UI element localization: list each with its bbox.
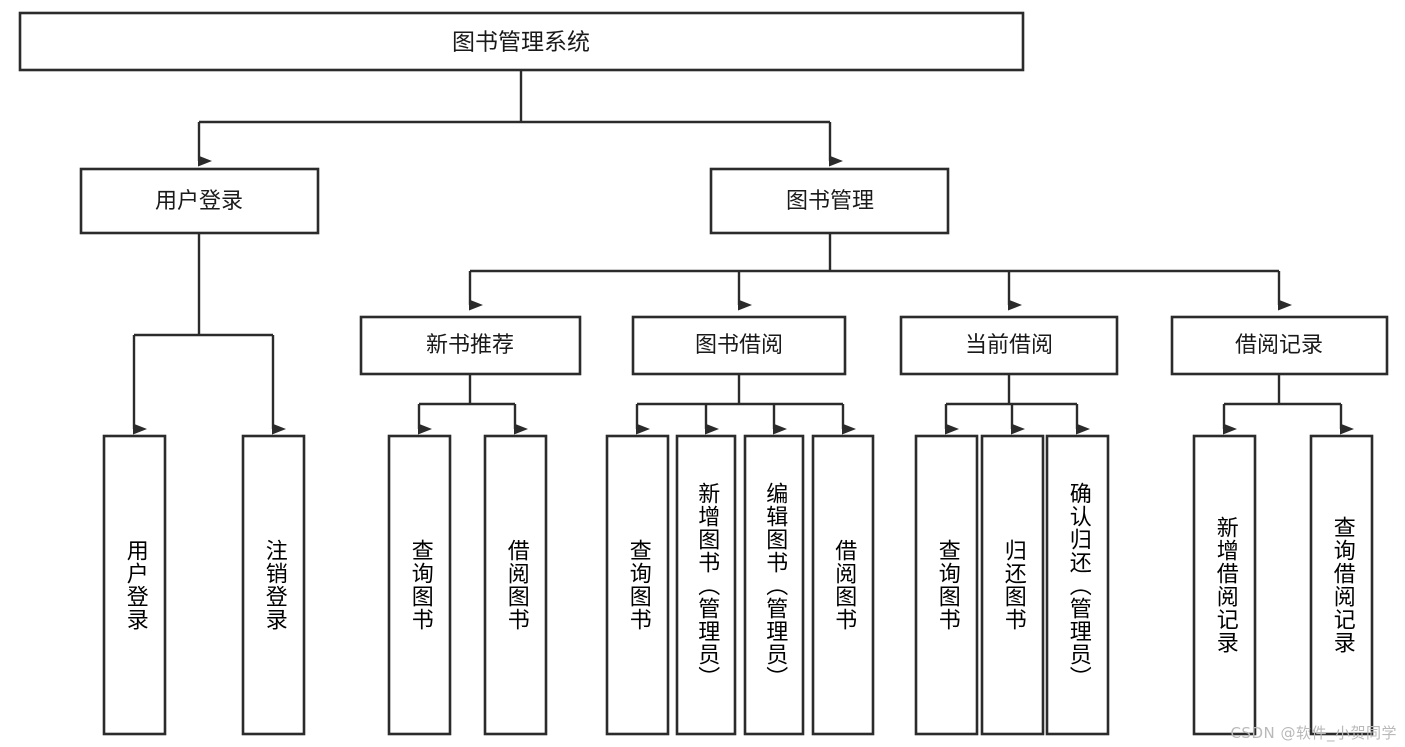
connector-group-root — [197, 71, 843, 167]
node-root-box[interactable] — [18, 11, 1025, 72]
connector-group-borrow-record — [1222, 374, 1354, 435]
leaf-current-return-box[interactable] — [980, 434, 1045, 736]
leaf-node[interactable]: 新增图书（管理员） — [675, 434, 737, 736]
connector-group-user-login — [132, 234, 286, 435]
node-borrow-record[interactable]: 借阅记录 — [1170, 315, 1389, 376]
leaf-current-return-label: 归还图书 — [1000, 539, 1026, 631]
watermark-text: CSDN @软件_小贺同学 — [1230, 724, 1397, 742]
node-user-login[interactable]: 用户登录 — [79, 167, 320, 235]
node-book-management[interactable]: 图书管理 — [709, 167, 950, 235]
leaf-node[interactable]: 查询图书 — [605, 434, 670, 736]
leaf-borrow-borrowbook-box[interactable] — [811, 434, 875, 736]
leaf-record-add-label: 新增借阅记录 — [1212, 516, 1238, 654]
leaf-node[interactable]: 归还图书 — [980, 434, 1045, 736]
node-new-book-recommend-box[interactable] — [359, 315, 582, 376]
connector-group-book-manage — [468, 234, 1292, 311]
leaf-borrow-query-box[interactable] — [605, 434, 670, 736]
leaf-current-confirm-return-box[interactable] — [1045, 434, 1110, 736]
leaf-borrow-borrowbook-label: 借阅图书 — [831, 539, 857, 631]
leaf-node[interactable]: 确认归还（管理员） — [1045, 434, 1110, 736]
leaf-user-login-label: 用户登录 — [122, 539, 148, 631]
leaf-node[interactable]: 新增借阅记录 — [1192, 434, 1257, 736]
leaf-user-login-box[interactable] — [102, 434, 167, 736]
leaf-borrow-editbook-label: 编辑图书（管理员） — [762, 481, 788, 689]
leaf-node[interactable]: 查询借阅记录 — [1309, 434, 1374, 736]
node-book-borrow-label: 图书借阅 — [695, 333, 783, 358]
leaf-node[interactable]: 用户登录 — [102, 434, 167, 736]
leaf-current-query-box[interactable] — [914, 434, 979, 736]
leaf-record-query-box[interactable] — [1309, 434, 1374, 736]
node-borrow-record-box[interactable] — [1170, 315, 1389, 376]
leaf-newbook-borrow-label: 借阅图书 — [503, 539, 529, 631]
node-current-borrow-box[interactable] — [899, 315, 1119, 376]
node-new-book-recommend[interactable]: 新书推荐 — [359, 315, 582, 376]
leaf-node[interactable]: 编辑图书（管理员） — [743, 434, 805, 736]
leaf-borrow-addbook-box[interactable] — [675, 434, 737, 736]
leaf-newbook-query-box[interactable] — [387, 434, 452, 736]
leaf-current-confirm-return-label: 确认归还（管理员） — [1065, 481, 1091, 689]
node-book-management-label: 图书管理 — [786, 189, 874, 214]
leaf-borrow-editbook-box[interactable] — [743, 434, 805, 736]
leaf-logout-box[interactable] — [241, 434, 306, 736]
leaf-node[interactable]: 借阅图书 — [811, 434, 875, 736]
node-book-borrow-box[interactable] — [631, 315, 847, 376]
node-root-label: 图书管理系统 — [452, 30, 590, 56]
leaf-record-query-label: 查询借阅记录 — [1329, 516, 1355, 654]
leaf-newbook-borrow-box[interactable] — [483, 434, 548, 736]
leaf-borrow-query-label: 查询图书 — [625, 539, 651, 631]
leaf-record-add-box[interactable] — [1192, 434, 1257, 736]
leaf-node[interactable]: 借阅图书 — [483, 434, 548, 736]
node-new-book-recommend-label: 新书推荐 — [426, 333, 514, 358]
connector-group-book-borrow — [635, 374, 856, 435]
leaf-node[interactable]: 查询图书 — [914, 434, 979, 736]
leaf-node[interactable]: 注销登录 — [241, 434, 306, 736]
leaf-logout-label: 注销登录 — [261, 539, 287, 631]
node-root-book-management-system[interactable]: 图书管理系统 — [18, 11, 1025, 72]
node-user-login-box[interactable] — [79, 167, 320, 235]
node-book-management-box[interactable] — [709, 167, 950, 235]
connector-group-current-borrow — [944, 374, 1090, 435]
connector-group-new-book — [417, 374, 528, 435]
node-book-borrow[interactable]: 图书借阅 — [631, 315, 847, 376]
leaf-newbook-query-label: 查询图书 — [407, 539, 433, 631]
leaf-current-query-label: 查询图书 — [934, 539, 960, 631]
leaf-borrow-addbook-label: 新增图书（管理员） — [694, 481, 720, 689]
node-borrow-record-label: 借阅记录 — [1235, 333, 1323, 358]
leaf-node[interactable]: 查询图书 — [387, 434, 452, 736]
node-current-borrow[interactable]: 当前借阅 — [899, 315, 1119, 376]
node-current-borrow-label: 当前借阅 — [965, 333, 1053, 358]
node-user-login-label: 用户登录 — [155, 189, 243, 214]
